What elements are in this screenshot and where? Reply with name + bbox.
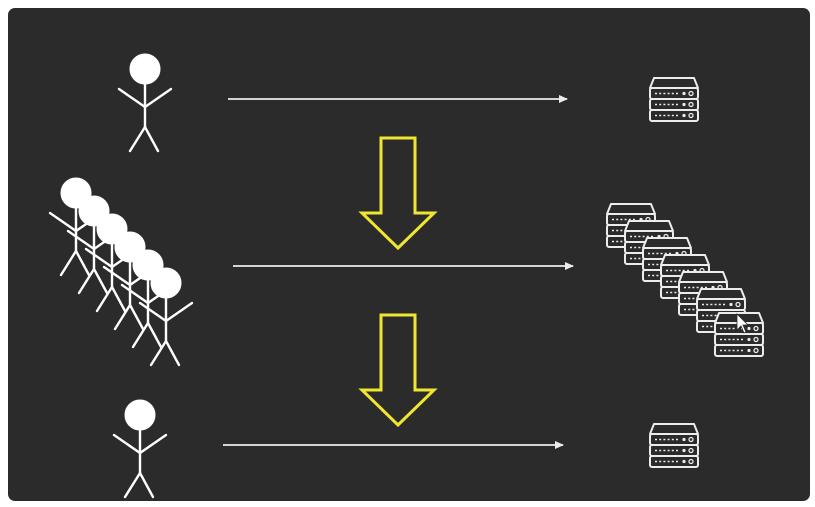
- row-3: [112, 398, 699, 499]
- diagram-panel: [8, 8, 810, 501]
- mouse-cursor-icon: [736, 313, 749, 334]
- row-2: [48, 176, 764, 367]
- server-rack-icon: [649, 77, 699, 122]
- server-rack-icon: [649, 423, 699, 468]
- row-1: [117, 52, 699, 153]
